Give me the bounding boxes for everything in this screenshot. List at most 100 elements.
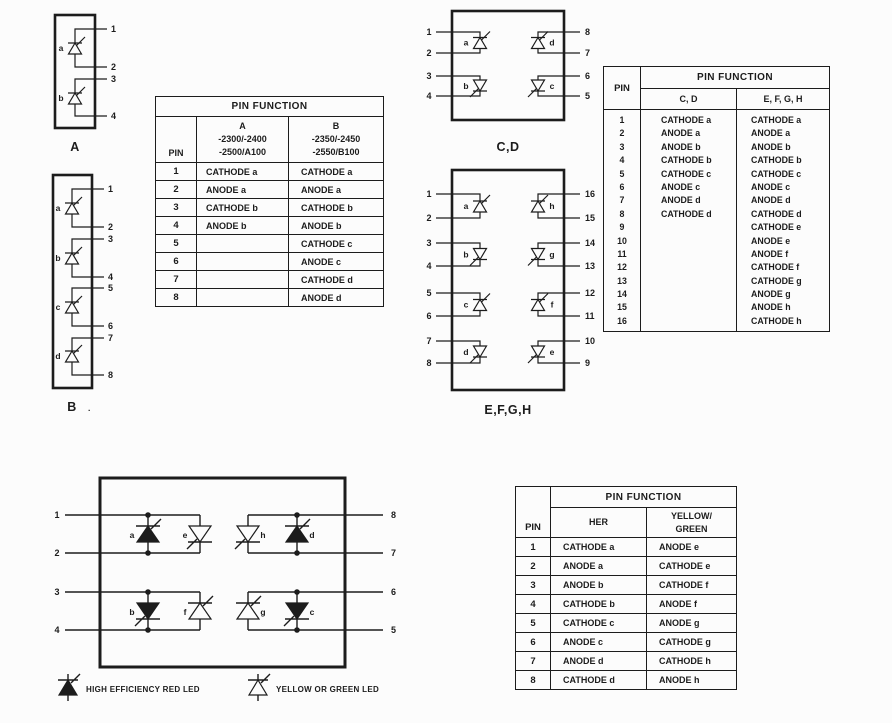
pin-label: 4 bbox=[426, 261, 431, 271]
diode-letter: a bbox=[56, 203, 61, 213]
led-d-symbol bbox=[284, 515, 311, 553]
diode-b-symbol bbox=[436, 242, 488, 267]
diode-letter: g bbox=[260, 607, 265, 617]
yg-cell: CATHODE f bbox=[645, 575, 738, 595]
pin-cell: 7 bbox=[155, 270, 197, 289]
diode-letter: d bbox=[549, 38, 554, 48]
diode-letter: b bbox=[463, 250, 468, 260]
pin-label: 7 bbox=[426, 336, 431, 346]
pin-label: 6 bbox=[585, 71, 590, 81]
pin-label: 2 bbox=[426, 48, 431, 58]
pin-label: 3 bbox=[426, 238, 431, 248]
pin-label: 4 bbox=[108, 272, 113, 282]
pin-label: 5 bbox=[585, 91, 590, 101]
led-h-symbol bbox=[234, 515, 261, 553]
pin-cell: 2 bbox=[155, 180, 197, 199]
led-c-symbol bbox=[283, 592, 310, 630]
led-b-symbol bbox=[134, 592, 161, 630]
diode-letter: b bbox=[463, 81, 468, 91]
diode-letter: c bbox=[550, 81, 555, 91]
diode-h-symbol bbox=[530, 193, 580, 219]
diode-letter: a bbox=[59, 43, 64, 53]
diode-letter: f bbox=[551, 300, 554, 310]
diode-b-symbol bbox=[436, 75, 488, 98]
diode-letter: d bbox=[463, 347, 468, 357]
col-header-pin: PIN bbox=[603, 66, 641, 110]
diode-a-symbol bbox=[64, 188, 104, 228]
junction-dots bbox=[145, 512, 300, 633]
package-cd-outline bbox=[450, 9, 566, 122]
package-efgh-diagram: a b c d h g f e 1 2 3 4 5 6 7 8 16 15 14… bbox=[426, 168, 595, 417]
pin-cell: 5 bbox=[155, 234, 197, 253]
yg-cell: CATHODE e bbox=[645, 556, 738, 576]
pin-cell: 1 bbox=[515, 537, 551, 557]
her-cell: CATHODE a bbox=[550, 537, 647, 557]
combo-led-diagram: 1 2 3 4 8 7 6 5 a e h d b f g c HIGH EFF… bbox=[54, 476, 396, 701]
diode-d-symbol bbox=[436, 340, 488, 364]
diode-f-symbol bbox=[530, 292, 580, 317]
yg-cell: CATHODE g bbox=[645, 632, 738, 652]
table-row: 5 CATHODE c bbox=[155, 234, 384, 253]
diode-g-symbol bbox=[527, 242, 580, 267]
yg-cell: CATHODE h bbox=[645, 651, 738, 671]
pin-label: 12 bbox=[585, 288, 595, 298]
pin-label: 13 bbox=[585, 261, 595, 271]
diode-letter: a bbox=[464, 38, 469, 48]
diode-letter: g bbox=[549, 250, 554, 260]
led-f-symbol bbox=[187, 592, 214, 630]
pin-label: 6 bbox=[391, 587, 396, 597]
diode-letter: f bbox=[184, 607, 187, 617]
pin-label: 3 bbox=[54, 587, 59, 597]
led-g-symbol bbox=[235, 592, 262, 630]
pin-label: 6 bbox=[108, 321, 113, 331]
table-title: PIN FUNCTION bbox=[155, 96, 384, 117]
pin-cell: 6 bbox=[155, 252, 197, 271]
yg-cell: ANODE g bbox=[645, 613, 738, 633]
yg-cell: ANODE f bbox=[645, 594, 738, 614]
her-cell: CATHODE b bbox=[550, 594, 647, 614]
col-header-pin: PIN bbox=[155, 116, 197, 163]
pin-label: 9 bbox=[585, 358, 590, 368]
diode-letter: b bbox=[58, 93, 63, 103]
func-b-cell: CATHODE c bbox=[288, 234, 384, 253]
package-b-diagram: a b c d 1 2 3 4 5 6 7 8 B . bbox=[51, 173, 113, 414]
diode-letter: h bbox=[549, 201, 554, 211]
diode-b-symbol bbox=[64, 238, 104, 278]
pin-label: 5 bbox=[108, 283, 113, 293]
pin-label: 1 bbox=[108, 184, 113, 194]
combo-outline bbox=[98, 476, 347, 669]
pin-label: 11 bbox=[585, 311, 595, 321]
pin-cell: 2 bbox=[515, 556, 551, 576]
func-b-cell: ANODE d bbox=[288, 288, 384, 307]
func-b-cell: ANODE a bbox=[288, 180, 384, 199]
package-b-label: B bbox=[67, 400, 77, 414]
pin-cell: 4 bbox=[515, 594, 551, 614]
package-cd-diagram: a b d c 1 2 3 4 8 7 6 5 C,D bbox=[426, 9, 590, 154]
pin-label: 8 bbox=[391, 510, 396, 520]
pin-cell: 8 bbox=[515, 670, 551, 690]
diode-a-symbol bbox=[436, 193, 491, 219]
pin-label: 4 bbox=[54, 625, 59, 635]
led-a-symbol bbox=[135, 515, 162, 553]
col-header-her: HER bbox=[550, 507, 647, 538]
pin-label: 2 bbox=[54, 548, 59, 558]
pin-label: 6 bbox=[426, 311, 431, 321]
package-b-label-suffix: . bbox=[88, 403, 90, 413]
diode-letter: d bbox=[309, 530, 314, 540]
package-b-outline bbox=[51, 173, 94, 390]
diode-letter: h bbox=[260, 530, 265, 540]
diode-e-symbol bbox=[527, 340, 580, 364]
